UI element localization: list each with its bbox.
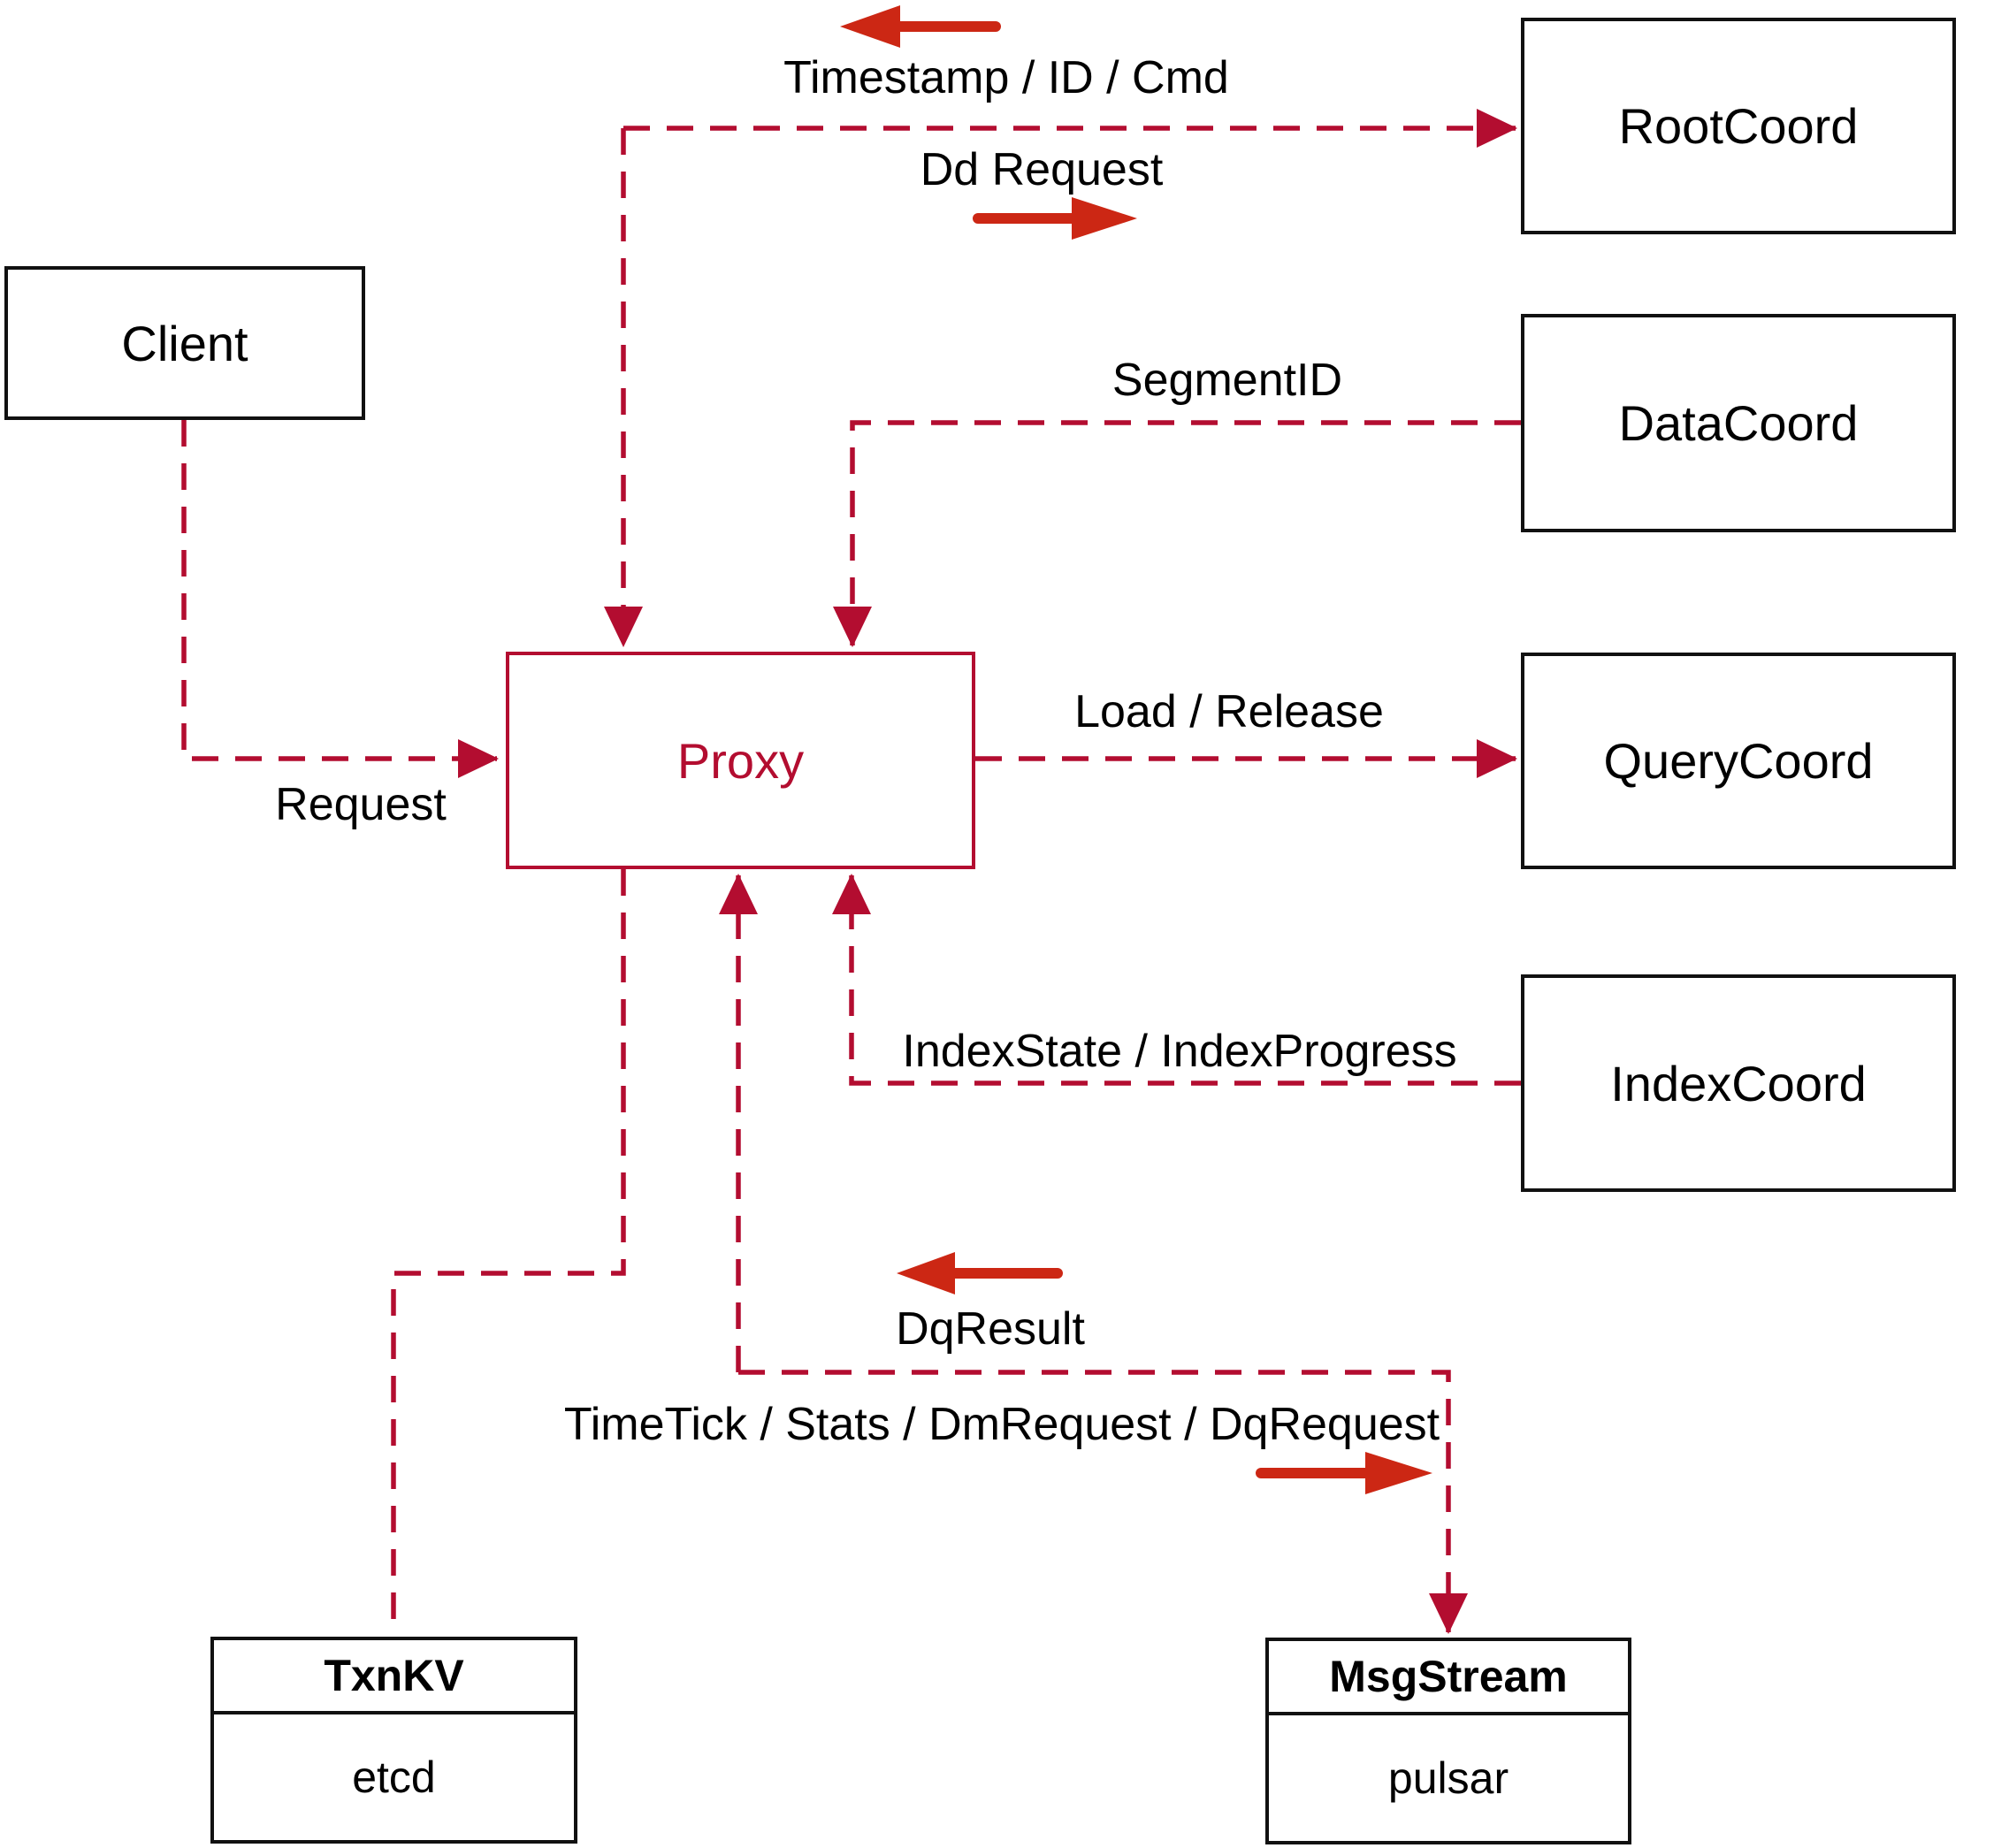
node-msgstream-subtitle: pulsar (1387, 1753, 1509, 1803)
edge-label-indexstate: IndexState / IndexProgress (902, 1026, 1457, 1077)
node-client-label: Client (121, 315, 248, 371)
node-txnkv: TxnKV etcd (210, 1637, 577, 1844)
edge-proxy-msgstream-down (738, 1370, 1468, 1634)
node-rootcoord-label: RootCoord (1618, 98, 1859, 154)
edge-label-timetick: TimeTick / Stats / DmRequest / DqRequest (563, 1399, 1440, 1450)
node-indexcoord: IndexCoord (1521, 974, 1956, 1192)
node-txnkv-title: TxnKV (214, 1640, 574, 1714)
edge-proxy-txnkv (391, 869, 626, 1635)
node-querycoord: QueryCoord (1521, 653, 1956, 869)
edge-indexcoord-proxy (832, 874, 1521, 1086)
node-msgstream-title: MsgStream (1269, 1641, 1628, 1715)
node-client: Client (4, 266, 365, 420)
node-txnkv-subtitle: etcd (352, 1753, 436, 1802)
node-proxy-label: Proxy (676, 732, 805, 789)
edge-datacoord-proxy (833, 420, 1521, 647)
edge-label-timestamp: Timestamp / ID / Cmd (783, 52, 1229, 103)
node-rootcoord: RootCoord (1521, 18, 1956, 234)
edge-label-segmentid: SegmentID (1111, 355, 1343, 406)
left-arrow-dqresult-icon (897, 1252, 1063, 1294)
node-proxy: Proxy (506, 652, 975, 869)
edge-label-dqresult: DqResult (896, 1303, 1085, 1355)
node-datacoord-label: DataCoord (1618, 395, 1859, 451)
node-datacoord: DataCoord (1521, 314, 1956, 532)
node-querycoord-label: QueryCoord (1603, 733, 1874, 789)
left-arrow-timestamp-icon (840, 5, 1001, 48)
right-arrow-dd-request-icon (973, 197, 1137, 240)
right-arrow-timetick-icon (1256, 1452, 1432, 1494)
edge-label-load-release: Load / Release (1074, 686, 1384, 737)
node-indexcoord-label: IndexCoord (1610, 1055, 1867, 1111)
edge-label-request: Request (275, 779, 447, 830)
edge-client-proxy (181, 420, 499, 778)
node-msgstream: MsgStream pulsar (1265, 1638, 1631, 1844)
edge-label-dd-request: Dd Request (920, 144, 1164, 195)
